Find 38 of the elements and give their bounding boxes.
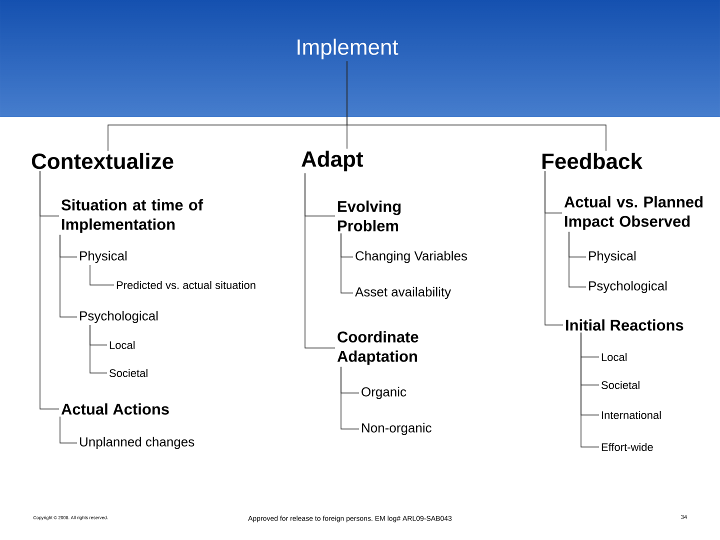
tree-item-text: Psychological bbox=[589, 280, 667, 294]
tree-item-text: Actual vs. Planned Impact Observed bbox=[564, 196, 702, 230]
tree-item-text: Changing Variables bbox=[356, 250, 468, 264]
tree-item-text: Initial Reactions bbox=[566, 319, 684, 331]
tree-item-text: Asset availability bbox=[355, 286, 452, 300]
tree-item-text: Societal bbox=[602, 380, 640, 390]
heading-text: Feedback bbox=[542, 152, 643, 170]
tree-item-text: Predicted vs. actual situation bbox=[116, 280, 256, 290]
tree-connector bbox=[580, 332, 600, 448]
tree-connector bbox=[90, 264, 114, 286]
tree-item-text: Physical bbox=[80, 250, 127, 264]
tree-connector bbox=[346, 60, 606, 152]
tree-item-text: Actual Actions bbox=[61, 403, 169, 415]
tree-item-text: Physical bbox=[589, 250, 636, 264]
tree-connector bbox=[304, 172, 336, 348]
tree-item-text: Situation at time of Implementation bbox=[61, 199, 204, 233]
tree-connector bbox=[40, 170, 60, 410]
tree-item-text: Effort-wide bbox=[602, 442, 653, 452]
tree-connector bbox=[90, 324, 108, 374]
tree-item-text: Coordinate Adaptation bbox=[337, 331, 418, 365]
tree-item-text: Non-organic bbox=[362, 422, 432, 436]
tree-connector bbox=[544, 170, 564, 326]
tree-item-text: Societal bbox=[110, 368, 148, 378]
tree-item-text: Psychological bbox=[80, 310, 158, 324]
tree-item-text: Local bbox=[110, 340, 135, 350]
tree-item-text: Organic bbox=[362, 386, 406, 400]
title-text: Implement bbox=[298, 38, 398, 60]
tree-item-text: International bbox=[602, 410, 661, 420]
tree-connector bbox=[340, 233, 354, 294]
heading-text: Contextualize bbox=[32, 152, 174, 170]
heading-text: Adapt bbox=[302, 150, 364, 172]
tree-connector bbox=[340, 366, 360, 430]
tree-connector bbox=[568, 232, 586, 288]
tree-item-text: Unplanned changes bbox=[80, 436, 194, 450]
tree-item-text: Evolving Problem bbox=[338, 200, 401, 232]
tree-connector bbox=[60, 416, 78, 444]
tree-item-text: Local bbox=[602, 352, 627, 362]
tree-connector bbox=[60, 234, 78, 318]
